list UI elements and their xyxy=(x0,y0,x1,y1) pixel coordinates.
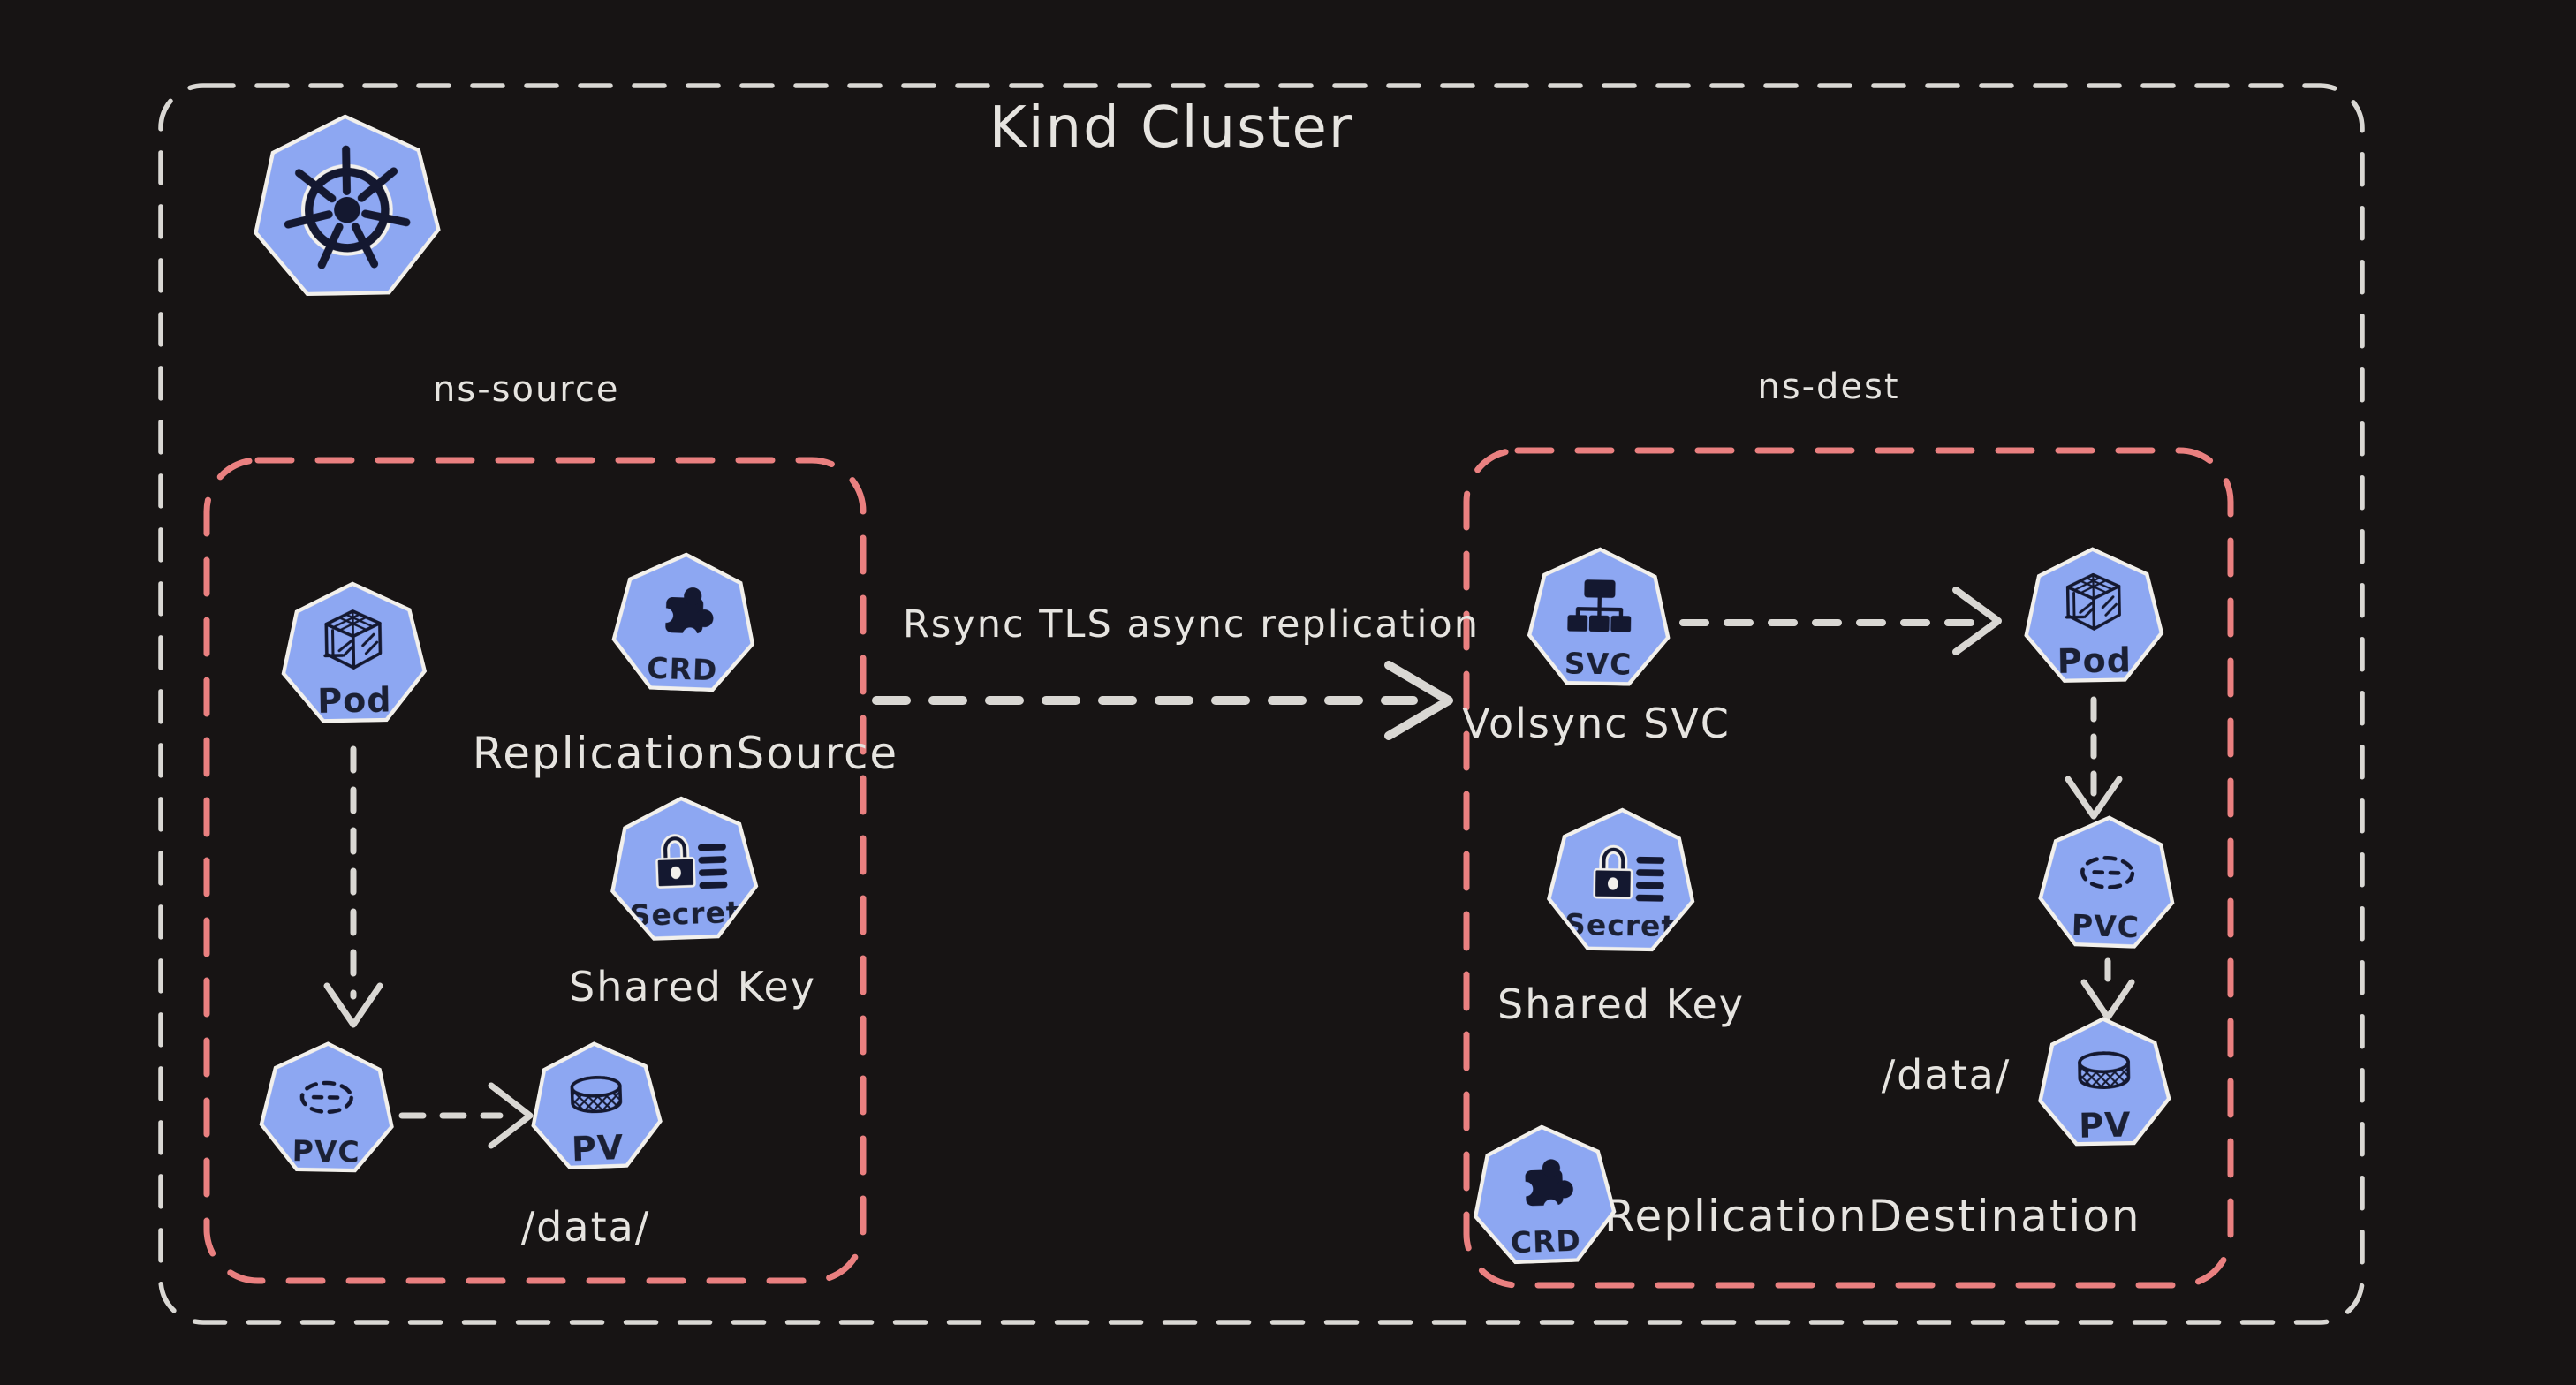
ns-source-border xyxy=(203,457,867,1284)
crd-node-dest: CRD xyxy=(1466,1119,1623,1276)
node-label: CRD xyxy=(1510,1222,1582,1260)
data-path-source-caption: /data/ xyxy=(520,1203,651,1251)
node-label: Secret xyxy=(628,895,742,934)
node-label: Secret xyxy=(1564,907,1677,944)
volsync-svc-caption: Volsync SVC xyxy=(1462,700,1731,747)
pod-node-source: Pod xyxy=(275,577,432,734)
svc-to-pod-dest-arrow xyxy=(1679,587,2002,655)
ns-source-label: ns-source xyxy=(433,369,620,410)
pod-cube-icon xyxy=(2054,567,2133,644)
replication-arrow xyxy=(872,661,1453,740)
heptagon-shape: PV xyxy=(2033,1013,2177,1157)
node-label: Pod xyxy=(316,680,392,721)
ns-dest-label: ns-dest xyxy=(1757,367,1900,407)
heptagon-shape: Pod xyxy=(2019,543,2170,694)
shared-key-dest-caption: Shared Key xyxy=(1497,980,1745,1028)
service-tree-icon xyxy=(1558,570,1640,648)
heptagon-shape xyxy=(246,109,448,311)
node-label: CRD xyxy=(646,650,718,688)
dashed-volume-icon xyxy=(2068,836,2147,912)
heptagon-shape: PVC xyxy=(254,1038,400,1184)
pvc-node-source: PVC xyxy=(254,1038,400,1184)
pvc-to-pv-source-arrow xyxy=(398,1082,534,1149)
node-label: PV xyxy=(571,1128,625,1169)
cluster-title: Kind Cluster xyxy=(989,95,1354,161)
replication-source-caption: ReplicationSource xyxy=(472,728,899,779)
secret-node-dest: Secret xyxy=(1541,803,1701,963)
kind-cluster-border xyxy=(158,83,2365,1325)
kubernetes-logo-node xyxy=(246,109,448,311)
disk-cylinder-icon xyxy=(558,1058,634,1131)
replication-destination-caption: ReplicationDestination xyxy=(1604,1191,2141,1242)
padlock-icon xyxy=(627,822,739,900)
pod-to-pvc-dest-arrow xyxy=(2065,696,2123,820)
shared-key-source-caption: Shared Key xyxy=(569,963,816,1010)
crd-node-source: CRD xyxy=(605,547,762,704)
pvc-node-dest: PVC xyxy=(2032,810,2182,960)
heptagon-shape: CRD xyxy=(605,547,762,704)
padlock-icon xyxy=(1565,835,1677,911)
heptagon-shape: CRD xyxy=(1466,1119,1623,1276)
disk-cylinder-icon xyxy=(2066,1035,2141,1108)
heptagon-shape: Secret xyxy=(1541,803,1701,963)
pv-node-source: PV xyxy=(524,1036,668,1180)
node-label: Pod xyxy=(2057,640,2133,681)
pod-cube-icon xyxy=(312,602,395,683)
svc-node-dest: SVC xyxy=(1522,543,1677,698)
node-label: PV xyxy=(2078,1105,2132,1146)
puzzle-piece-icon xyxy=(1503,1147,1586,1227)
kubernetes-wheel-icon xyxy=(271,136,422,283)
heptagon-shape: SVC xyxy=(1522,543,1677,698)
replication-arrow-label: Rsync TLS async replication xyxy=(903,602,1480,647)
heptagon-shape: PV xyxy=(524,1036,668,1180)
heptagon-shape: Secret xyxy=(602,791,765,953)
node-label: PVC xyxy=(292,1133,360,1169)
puzzle-piece-icon xyxy=(643,574,726,655)
pod-node-dest: Pod xyxy=(2019,543,2170,694)
secret-node-source: Secret xyxy=(602,791,765,953)
heptagon-shape: Pod xyxy=(275,577,432,734)
dashed-volume-icon xyxy=(289,1063,366,1137)
pv-node-dest: PV xyxy=(2033,1013,2177,1157)
data-path-dest-caption: /data/ xyxy=(1881,1051,2012,1099)
heptagon-shape: PVC xyxy=(2032,810,2182,960)
node-label: SVC xyxy=(1564,646,1633,682)
node-label: PVC xyxy=(2071,908,2140,945)
ns-dest-border xyxy=(1463,447,2234,1289)
pvc-to-pv-dest-arrow xyxy=(2080,957,2135,1021)
pod-to-pvc-source-arrow xyxy=(323,745,383,1028)
